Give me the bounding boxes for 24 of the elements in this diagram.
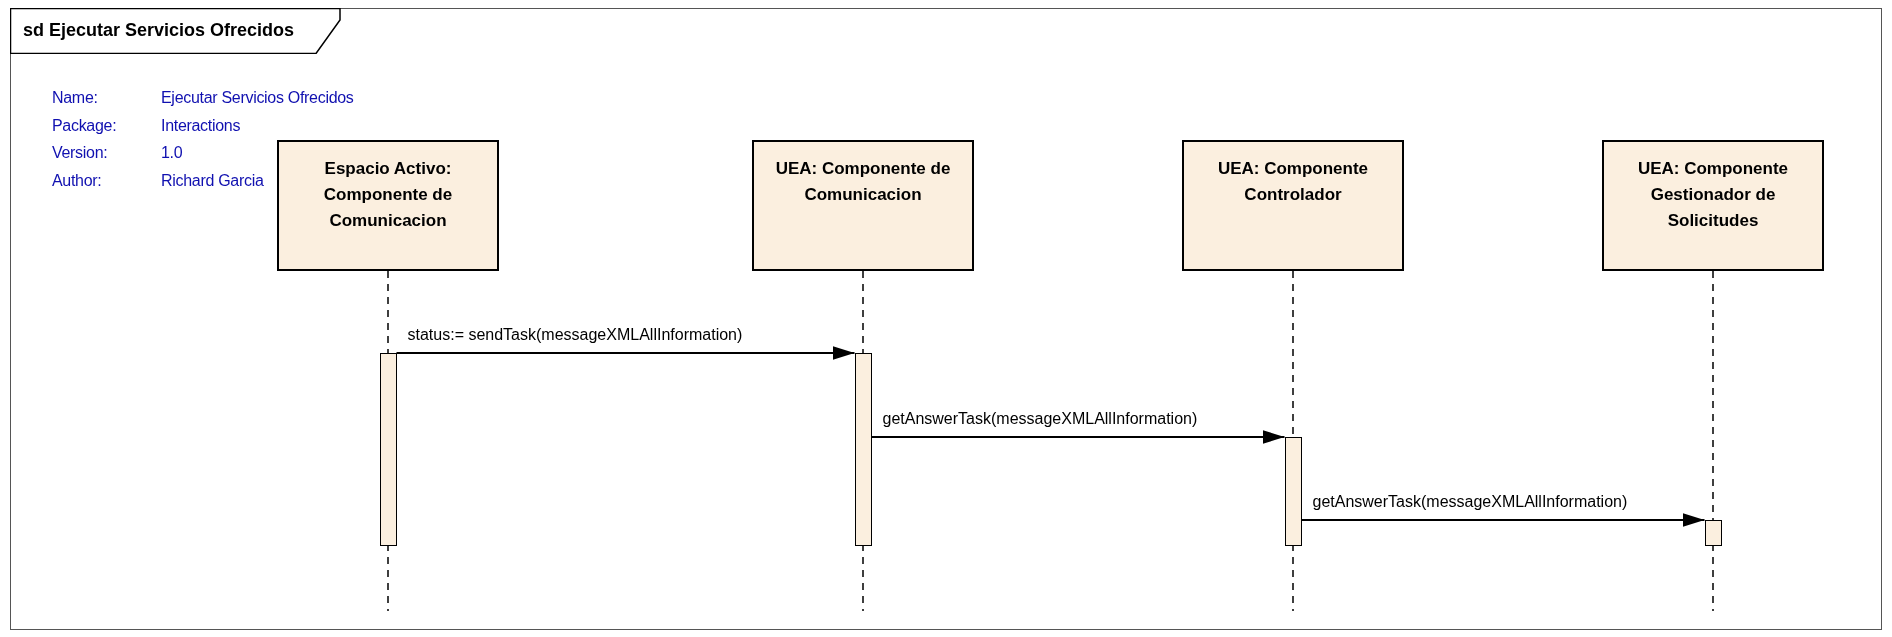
message-arrow: [1300, 513, 1706, 527]
lifeline-head: UEA: Componente de Comunicacion: [752, 140, 974, 271]
activation-bar: [854, 353, 872, 546]
diagram-frame: [10, 8, 1882, 630]
field-key: Version:: [52, 144, 108, 162]
activation-bar: [379, 353, 397, 546]
field-key: Package:: [52, 116, 117, 135]
frame-title: sd Ejecutar Servicios Ofrecidos: [23, 20, 295, 41]
message-label: getAnswerTask(messageXMLAllInformation): [881, 410, 1199, 428]
field-value: Richard Garcia: [161, 171, 264, 190]
lifeline-head: UEA: Componente Controlador: [1182, 140, 1404, 271]
message-arrow: [870, 430, 1286, 444]
message-label: status:= sendTask(messageXMLAllInformation): [406, 326, 744, 344]
message-label: getAnswerTask(messageXMLAllInformation): [1311, 493, 1629, 511]
field-key: Author:: [52, 171, 102, 190]
lifeline-head: Espacio Activo: Componente de Comunicacion: [277, 140, 499, 271]
activation-bar: [1704, 520, 1722, 546]
field-value: 1.0: [161, 144, 183, 162]
field-value: Interactions: [161, 116, 241, 135]
message-arrow: [395, 346, 856, 360]
field-value: Ejecutar Servicios Ofrecidos: [161, 89, 354, 107]
lifeline-head: UEA: Componente Gestionador de Solicitudes: [1602, 140, 1824, 271]
field-key: Name:: [52, 89, 98, 107]
activation-bar: [1284, 437, 1302, 546]
